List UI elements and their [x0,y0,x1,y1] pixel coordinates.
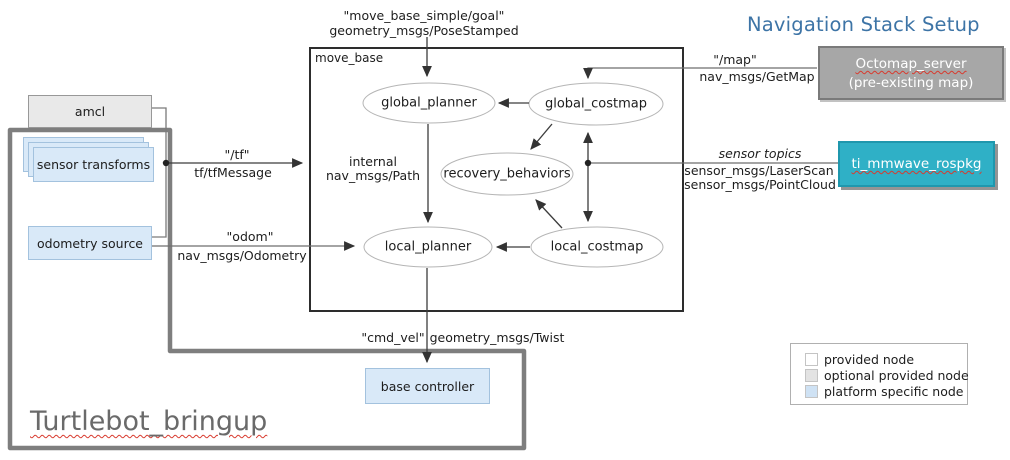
internal-topic-name: internal [349,154,397,169]
goal-topic-name: "move_base_simple/goal" [343,8,505,23]
map-topic-name: "/map" [713,52,757,67]
octomap-server-label: Octomap_server [855,56,967,72]
base-controller-label: base controller [380,378,475,394]
move-base-label: move_base [315,51,384,65]
global-costmap-node: global_costmap [544,96,648,112]
local-planner-ellipse [363,226,493,268]
odometry-source-node: odometry source [28,226,152,260]
sensor-topic-type1: sensor_msgs/LaserScan [684,163,834,178]
sensor-transforms-label: sensor transforms [36,157,151,172]
sensor-transforms-node: sensor transforms [33,147,154,182]
local-costmap-node: local_costmap [550,239,644,255]
legend-swatch-provided [805,352,818,366]
sensor-topic-type2: sensor_msgs/PointCloud [684,177,836,192]
sensor-junction-dot [584,159,592,167]
base-controller-node: base controller [365,368,490,404]
odom-topic-type: nav_msgs/Odometry [177,248,307,263]
sensor-transforms-stack: sensor transforms [23,137,154,183]
internal-topic-type: nav_msgs/Path [325,168,421,183]
odom-topic-name: "odom" [226,229,274,244]
move-base-box [309,47,684,312]
global-costmap-ellipse [528,82,664,126]
legend: provided node optional provided node pla… [790,343,969,405]
global-planner-node: global_planner [381,95,477,111]
legend-row-provided: provided node [805,351,967,367]
cmd-vel-topic-type: geometry_msgs/Twist [429,330,565,345]
map-topic-type: nav_msgs/GetMap [699,69,815,84]
local-costmap-ellipse [530,226,664,268]
global-planner-ellipse [362,82,496,124]
legend-swatch-optional [805,368,818,382]
amcl-label: amcl [74,104,106,119]
global-costmap-to-recovery-arrow [530,123,553,150]
legend-label-optional: optional provided node [824,367,969,383]
legend-swatch-platform [805,384,818,398]
octomap-server-subtitle: (pre-existing map) [848,75,974,91]
turtlebot-bringup-container [7,127,527,451]
cmd-vel-topic-name: "cmd_vel" [361,330,425,345]
legend-row-optional: optional provided node [805,367,969,383]
tf-topic-name: "/tf" [224,147,250,162]
odometry-source-label: odometry source [36,235,144,251]
legend-label-platform: platform specific node [824,383,964,399]
map-arrow [583,67,817,80]
ti-mmwave-label: ti_mmwave_rospkg [851,156,982,172]
tf-topic-type: tf/tfMessage [194,165,272,180]
goal-topic-label: "move_base_simple/goal" geometry_msgs/Po… [329,8,519,38]
legend-row-platform: platform specific node [805,383,967,399]
turtlebot-bringup-label: Turtlebot_bringup [30,406,268,437]
sensor-topics-label: sensor topics [718,146,802,161]
internal-topic-label: internal nav_msgs/Path [326,155,420,183]
goal-topic-type: geometry_msgs/PoseStamped [329,22,519,38]
legend-label-provided: provided node [824,351,915,367]
ti-mmwave-node: ti_mmwave_rospkg [838,141,995,187]
local-costmap-to-recovery-arrow [535,199,563,229]
amcl-bracket-line [152,107,167,238]
recovery-behaviors-ellipse [440,152,574,196]
tf-junction-dot [162,159,170,167]
octomap-server-node: Octomap_server (pre-existing map) [818,46,1004,100]
local-planner-node: local_planner [384,239,472,255]
recovery-behaviors-node: recovery_behaviors [443,166,571,182]
amcl-node: amcl [28,95,152,128]
page-title: Navigation Stack Setup [747,13,980,36]
